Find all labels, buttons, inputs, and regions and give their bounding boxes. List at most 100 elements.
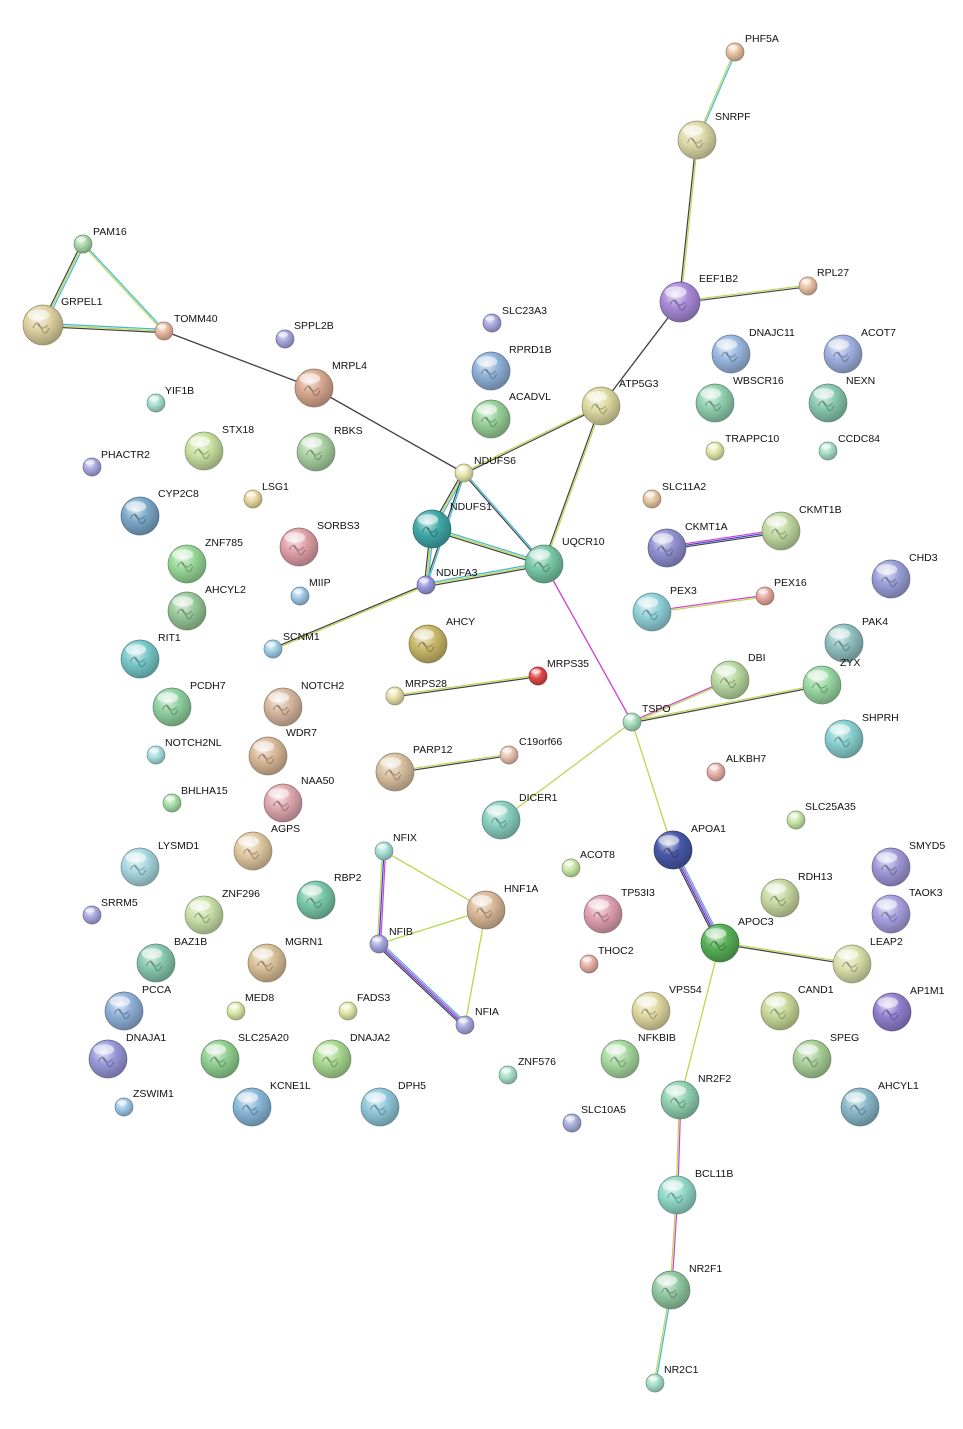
node-tspo[interactable]: TSPO bbox=[622, 703, 671, 732]
node-dnaja1[interactable]: DNAJA1 bbox=[88, 1032, 166, 1079]
node-speg[interactable]: SPEG bbox=[792, 1032, 859, 1079]
node-nr2f2[interactable]: NR2F2 bbox=[660, 1073, 731, 1120]
node-pak4[interactable]: PAK4 bbox=[824, 616, 888, 663]
node-pam16[interactable]: PAM16 bbox=[73, 226, 127, 254]
node-sppl2b[interactable]: SPPL2B bbox=[275, 320, 334, 349]
node-mrps28[interactable]: MRPS28 bbox=[385, 678, 447, 706]
node-mgrn1[interactable]: MGRN1 bbox=[247, 936, 323, 983]
node-chd3[interactable]: CHD3 bbox=[871, 552, 938, 599]
node-acadvl[interactable]: ACADVL bbox=[471, 391, 551, 439]
node-dbi[interactable]: DBI bbox=[710, 652, 766, 700]
node-grpel1[interactable]: GRPEL1 bbox=[22, 296, 103, 346]
node-znf576[interactable]: ZNF576 bbox=[498, 1056, 556, 1085]
node-slc25a35[interactable]: SLC25A35 bbox=[786, 801, 856, 830]
node-rdh13[interactable]: RDH13 bbox=[760, 871, 833, 918]
node-znf296[interactable]: ZNF296 bbox=[184, 888, 260, 935]
node-kcne1l[interactable]: KCNE1L bbox=[232, 1080, 311, 1127]
node-apoa1[interactable]: APOA1 bbox=[653, 823, 726, 870]
node-rpl27[interactable]: RPL27 bbox=[798, 267, 849, 296]
node-srrm5[interactable]: SRRM5 bbox=[82, 897, 138, 925]
node-scnm1[interactable]: SCNM1 bbox=[263, 631, 320, 659]
node-zyx[interactable]: ZYX bbox=[802, 657, 860, 705]
node-ckmt1b[interactable]: CKMT1B bbox=[761, 504, 842, 551]
node-taok3[interactable]: TAOK3 bbox=[871, 887, 943, 934]
node-pex16[interactable]: PEX16 bbox=[755, 577, 807, 606]
node-notch2nl[interactable]: NOTCH2NL bbox=[146, 737, 222, 765]
node-pex3[interactable]: PEX3 bbox=[632, 585, 697, 632]
node-rbp2[interactable]: RBP2 bbox=[296, 872, 362, 920]
node-rbks[interactable]: RBKS bbox=[296, 425, 363, 472]
node-notch2[interactable]: NOTCH2 bbox=[263, 680, 344, 727]
node-nfix[interactable]: NFIX bbox=[374, 832, 417, 861]
node-alkbh7[interactable]: ALKBH7 bbox=[706, 753, 766, 782]
node-pcca[interactable]: PCCA bbox=[104, 984, 171, 1031]
node-dph5[interactable]: DPH5 bbox=[360, 1080, 426, 1127]
node-ckmt1a[interactable]: CKMT1A bbox=[647, 521, 728, 568]
node-dnaja2[interactable]: DNAJA2 bbox=[312, 1032, 390, 1079]
node-sorbs3[interactable]: SORBS3 bbox=[279, 520, 360, 567]
node-bcl11b[interactable]: BCL11B bbox=[657, 1168, 733, 1215]
node-ndufa3[interactable]: NDUFA3 bbox=[416, 567, 478, 595]
node-agps[interactable]: AGPS bbox=[233, 823, 300, 871]
node-bhlha15[interactable]: BHLHA15 bbox=[162, 785, 228, 813]
node-mrpl4[interactable]: MRPL4 bbox=[294, 360, 367, 408]
node-lsg1[interactable]: LSG1 bbox=[243, 481, 289, 509]
node-zswim1[interactable]: ZSWIM1 bbox=[114, 1088, 174, 1117]
node-uqcr10[interactable]: UQCR10 bbox=[524, 536, 605, 584]
node-phactr2[interactable]: PHACTR2 bbox=[82, 449, 150, 477]
node-slc23a3[interactable]: SLC23A3 bbox=[482, 305, 547, 333]
node-cand1[interactable]: CAND1 bbox=[760, 984, 834, 1031]
node-dnajc11[interactable]: DNAJC11 bbox=[711, 327, 795, 374]
node-ndufs1[interactable]: NDUFS1 bbox=[412, 501, 492, 549]
node-wbscr16[interactable]: WBSCR16 bbox=[695, 375, 784, 423]
node-nr2c1[interactable]: NR2C1 bbox=[645, 1364, 699, 1393]
node-vps54[interactable]: VPS54 bbox=[631, 984, 702, 1031]
node-wdr7[interactable]: WDR7 bbox=[248, 727, 317, 776]
node-atp5g3[interactable]: ATP5G3 bbox=[581, 378, 659, 426]
node-leap2[interactable]: LEAP2 bbox=[832, 936, 903, 984]
node-trappc10[interactable]: TRAPPC10 bbox=[705, 433, 779, 461]
node-tomm40[interactable]: TOMM40 bbox=[154, 313, 218, 341]
node-dicer1[interactable]: DICER1 bbox=[481, 792, 558, 840]
node-med8[interactable]: MED8 bbox=[226, 992, 274, 1021]
node-naa50[interactable]: NAA50 bbox=[263, 775, 334, 823]
node-tp53i3[interactable]: TP53I3 bbox=[583, 887, 655, 934]
node-acot8[interactable]: ACOT8 bbox=[561, 849, 615, 878]
node-slc11a2[interactable]: SLC11A2 bbox=[642, 481, 706, 509]
node-parp12[interactable]: PARP12 bbox=[375, 744, 453, 792]
node-hnf1a[interactable]: HNF1A bbox=[466, 883, 538, 930]
node-apoc3[interactable]: APOC3 bbox=[700, 916, 774, 963]
node-snrpf[interactable]: SNRPF bbox=[677, 111, 751, 160]
node-ahcyl1[interactable]: AHCYL1 bbox=[840, 1080, 919, 1127]
node-smyd5[interactable]: SMYD5 bbox=[871, 840, 945, 887]
node-fads3[interactable]: FADS3 bbox=[338, 992, 390, 1021]
node-ahcy[interactable]: AHCY bbox=[408, 616, 475, 664]
node-rprd1b[interactable]: RPRD1B bbox=[471, 344, 552, 391]
node-ahcyl2[interactable]: AHCYL2 bbox=[167, 584, 246, 631]
node-ap1m1[interactable]: AP1M1 bbox=[872, 985, 945, 1032]
node-yif1b[interactable]: YIF1B bbox=[146, 385, 194, 413]
node-miip[interactable]: MIIP bbox=[290, 577, 331, 606]
node-stx18[interactable]: STX18 bbox=[184, 424, 254, 471]
node-ccdc84[interactable]: CCDC84 bbox=[818, 433, 880, 461]
node-nr2f1[interactable]: NR2F1 bbox=[651, 1263, 722, 1310]
node-acot7[interactable]: ACOT7 bbox=[823, 327, 896, 374]
node-phf5a[interactable]: PHF5A bbox=[725, 33, 779, 62]
node-mrps35[interactable]: MRPS35 bbox=[528, 658, 589, 686]
node-eef1b2[interactable]: EEF1B2 bbox=[659, 273, 738, 323]
node-pcdh7[interactable]: PCDH7 bbox=[152, 680, 226, 727]
node-shprh[interactable]: SHPRH bbox=[824, 712, 899, 759]
node-nfib[interactable]: NFIB bbox=[369, 926, 413, 954]
node-lysmd1[interactable]: LYSMD1 bbox=[120, 840, 199, 887]
node-nfkbib[interactable]: NFKBIB bbox=[600, 1032, 676, 1079]
node-nexn[interactable]: NEXN bbox=[808, 375, 875, 423]
node-znf785[interactable]: ZNF785 bbox=[167, 537, 243, 584]
node-c19orf66[interactable]: C19orf66 bbox=[499, 736, 562, 765]
node-thoc2[interactable]: THOC2 bbox=[579, 945, 634, 974]
node-slc25a20[interactable]: SLC25A20 bbox=[200, 1032, 289, 1079]
node-slc10a5[interactable]: SLC10A5 bbox=[562, 1104, 626, 1133]
node-cyp2c8[interactable]: CYP2C8 bbox=[120, 488, 199, 536]
node-rit1[interactable]: RIT1 bbox=[120, 632, 181, 679]
node-ndufs6[interactable]: NDUFS6 bbox=[454, 455, 516, 483]
node-nfia[interactable]: NFIA bbox=[455, 1006, 499, 1035]
